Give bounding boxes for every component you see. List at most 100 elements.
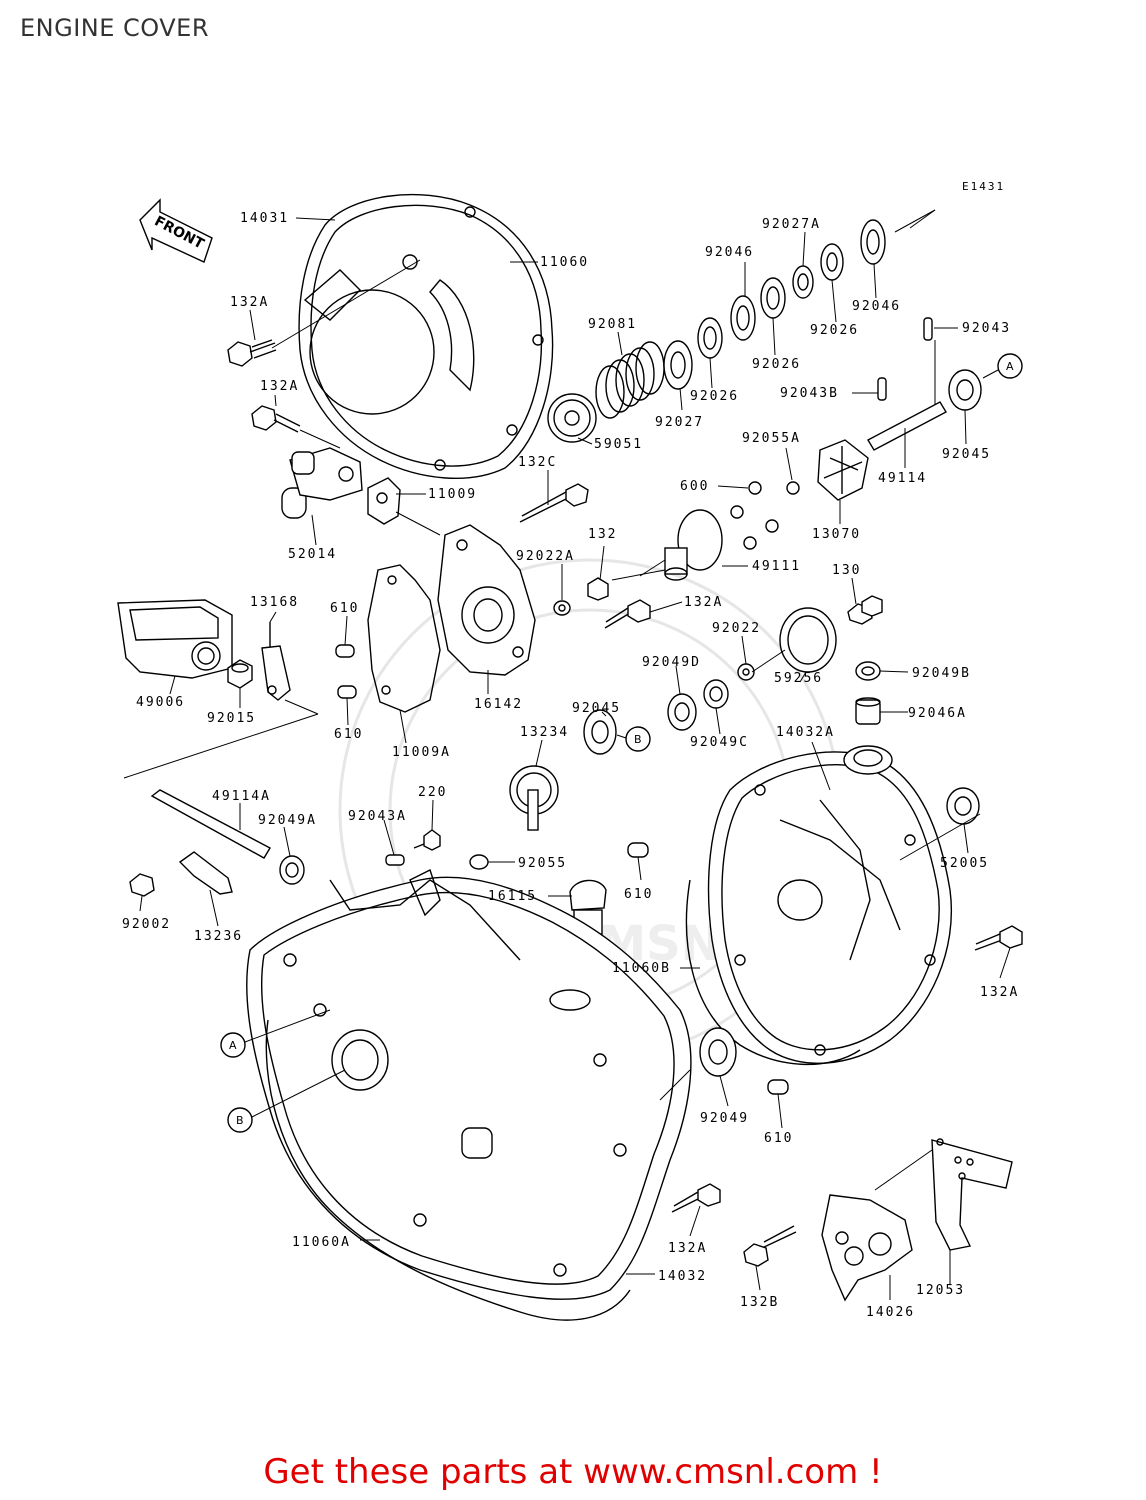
balls-600 [730,481,779,550]
label-59051: 59051 [594,437,643,452]
seal-92049C [703,679,729,709]
label-92027A: 92027A [762,217,821,232]
crankcase-cover-14032 [246,869,692,1300]
dowel-610-upper [335,644,355,658]
label-92049C: 92049C [690,735,749,750]
label-14026: 14026 [866,1305,915,1320]
label-132B: 132B [740,1295,779,1310]
label-92015: 92015 [207,711,256,726]
bearing-92045-mid [583,709,617,755]
label-132: 132 [588,527,617,542]
cover-59256 [779,607,837,673]
bracket-13236 [178,851,233,895]
label-11060A: 11060A [292,1235,351,1250]
washer-92022A [553,600,571,616]
label-92043: 92043 [962,321,1011,336]
diagram-ref-code: E1431 [962,180,1005,193]
nut-92015 [227,659,253,689]
label-11060B: 11060B [612,961,671,976]
leader-lines [139,217,1011,1300]
label-92026: 92026 [810,323,859,338]
callout-a-top: A [997,353,1023,379]
label-610: 610 [330,601,359,616]
gasket-11060B [685,879,861,1066]
label-132C: 132C [518,455,557,470]
bolt-132 [587,577,609,601]
shaft-49114A [150,789,271,859]
bolt-132B [743,1225,797,1267]
label-610: 610 [334,727,363,742]
bolt-132C [519,483,589,523]
o-ring-92055 [469,854,489,870]
label-49114: 49114 [878,471,927,486]
promo-banner[interactable]: Get these parts at www.cmsnl.com ! [263,1452,883,1492]
label-92049: 92049 [700,1111,749,1126]
label-92055A: 92055A [742,431,801,446]
label-92043A: 92043A [348,809,407,824]
label-130: 130 [832,563,861,578]
label-92046: 92046 [705,245,754,260]
label-600: 600 [680,479,709,494]
seal-92049 [699,1027,737,1077]
pin-92043 [923,317,933,341]
right-cover-14032A [707,745,952,1064]
bearing-92045-top [948,369,982,411]
spring-92081 [595,341,665,419]
label-92022A: 92022A [516,549,575,564]
label-92081: 92081 [588,317,637,332]
callout-b-bottom: B [227,1107,253,1133]
label-92022: 92022 [712,621,761,636]
water-pipe-fitting-52014 [281,447,363,519]
gasket-11009 [367,477,401,525]
seal-92049A [279,855,305,885]
bolt-132A-lower [671,1183,721,1213]
bolt-132A-pump [604,599,651,629]
callout-a-bottom: A [220,1032,246,1058]
bearing-92027 [663,340,693,390]
bracket-12053 [931,1138,1013,1251]
label-14031: 14031 [240,211,289,226]
dowel-610-right [627,842,649,858]
label-11009A: 11009A [392,745,451,760]
svg-text:B: B [236,1114,244,1127]
dowel-610-lower [337,685,357,699]
pump-cover-16142 [437,524,536,676]
bolt-132A-top [227,339,277,367]
label-92027: 92027 [655,415,704,430]
bolt-130 [847,595,883,625]
label-16115: 16115 [488,889,537,904]
label-92026: 92026 [690,389,739,404]
label-92002: 92002 [122,917,171,932]
label-52005: 52005 [940,856,989,871]
washer-92026-c [820,243,844,281]
cover-49006 [117,599,233,679]
gear-59051 [547,393,597,443]
label-13168: 13168 [250,595,299,610]
label-12053: 12053 [916,1283,965,1298]
part-labels: 14031 11060 132A 132A 11009 52014 92081 … [122,211,1017,1320]
label-59256: 59256 [774,671,823,686]
pin-92043B [877,377,887,401]
dowel-610-lower-right [767,1079,789,1095]
shaft-49114 [867,401,947,451]
washer-92022 [737,663,755,681]
seal-92049D [667,693,697,731]
label-92055: 92055 [518,856,567,871]
bolt-132A-right [974,925,1023,951]
label-49114A: 49114A [212,789,271,804]
label-92026: 92026 [752,357,801,372]
impeller-13070 [817,439,869,501]
label-16142: 16142 [474,697,523,712]
bolt-220 [413,829,441,851]
label-13070: 13070 [812,527,861,542]
seal-52005 [946,787,980,825]
lever-13168 [261,622,291,701]
guard-14026 [821,1194,913,1302]
label-13236: 13236 [194,929,243,944]
label-92049B: 92049B [912,666,971,681]
label-132A: 132A [230,295,269,310]
label-92046A: 92046A [908,706,967,721]
label-52014: 52014 [288,547,337,562]
washer-92026-b [760,277,786,319]
